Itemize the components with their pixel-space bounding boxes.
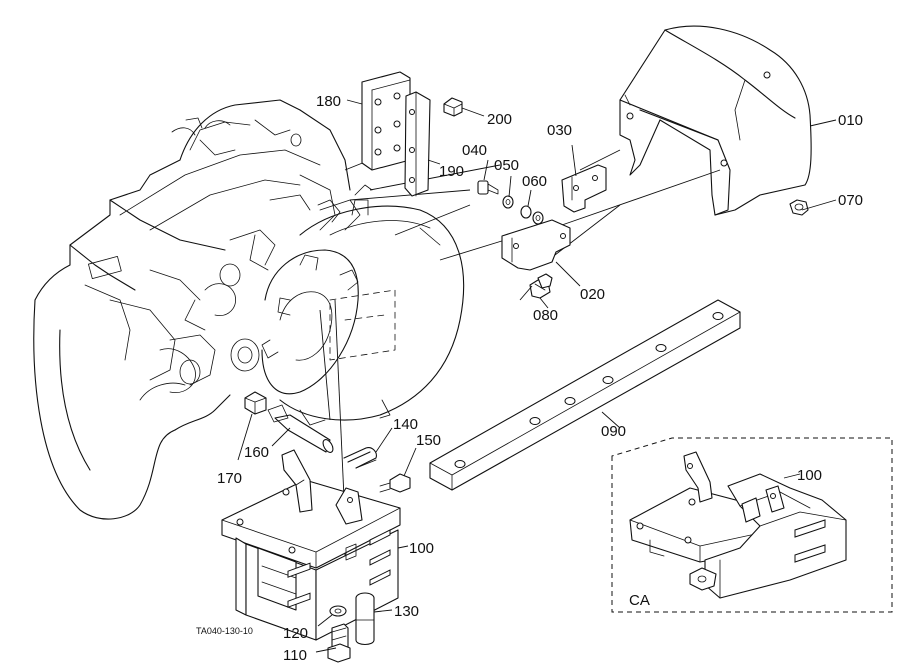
label-130: 130 xyxy=(394,603,419,620)
label-100: 100 xyxy=(409,540,434,557)
part-110-bolt xyxy=(327,623,351,663)
label-030: 030 xyxy=(547,122,572,139)
label-150: 150 xyxy=(416,432,441,449)
engine-body xyxy=(33,99,361,520)
part-160-pin xyxy=(267,404,334,453)
label-110: 110 xyxy=(283,647,307,664)
part-020-bracket xyxy=(501,219,571,271)
label-120: 120 xyxy=(283,625,308,642)
part-180-plate xyxy=(361,71,411,171)
label-080: 080 xyxy=(533,307,558,324)
part-170-bolt xyxy=(244,391,267,415)
part-150-bolt xyxy=(379,473,411,493)
label-010: 010 xyxy=(838,112,863,129)
label-180: 180 xyxy=(316,93,341,110)
label-060: 060 xyxy=(522,173,547,190)
part-080-bolts xyxy=(529,273,553,299)
part-130-pin xyxy=(355,592,375,646)
inset-label-ca: CA xyxy=(629,592,650,609)
clutch-housing xyxy=(261,184,465,426)
part-010-cover xyxy=(619,25,812,216)
label-100-ca: 100 xyxy=(797,467,822,484)
part-040-bolt xyxy=(477,180,499,195)
part-060-washer xyxy=(520,205,544,225)
part-050-washer xyxy=(502,195,514,209)
leader-lines xyxy=(237,99,837,653)
label-040: 040 xyxy=(462,142,487,159)
inset-ca xyxy=(611,437,893,613)
part-120-washer xyxy=(329,605,347,617)
part-200-bolt xyxy=(443,97,463,117)
label-020: 020 xyxy=(580,286,605,303)
callout-labels: 010 070 030 020 040 050 060 080 090 100 … xyxy=(196,93,863,664)
label-170: 170 xyxy=(217,470,242,487)
drawing-code: TA040-130-10 xyxy=(196,626,253,636)
part-190-plate xyxy=(404,91,431,197)
label-090: 090 xyxy=(601,423,626,440)
label-160: 160 xyxy=(244,444,269,461)
label-070: 070 xyxy=(838,192,863,209)
label-190: 190 xyxy=(439,163,464,180)
label-140: 140 xyxy=(393,416,418,433)
part-070-nut xyxy=(789,199,809,216)
part-030-bracket xyxy=(561,164,607,213)
label-200: 200 xyxy=(487,111,512,128)
part-090-drawbar xyxy=(429,299,741,491)
part-140-clip xyxy=(343,447,377,469)
label-050: 050 xyxy=(494,157,519,174)
